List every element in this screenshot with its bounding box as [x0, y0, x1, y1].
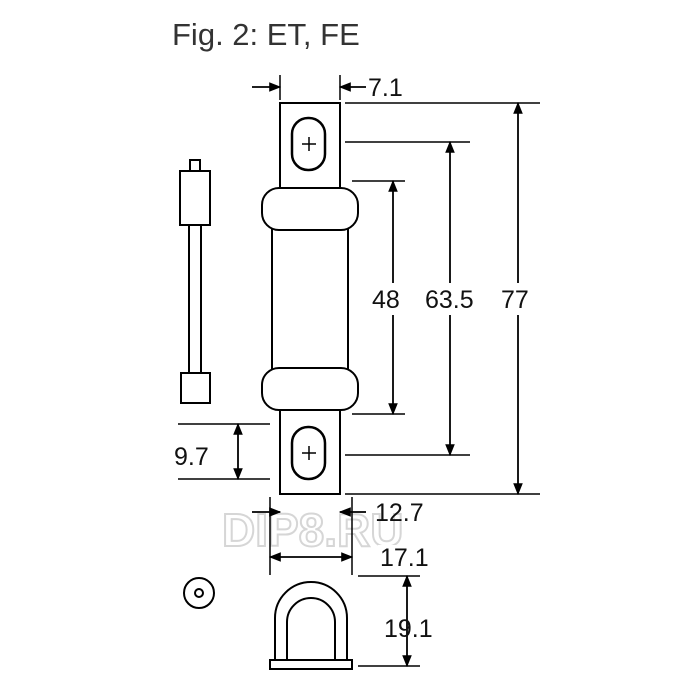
dim-label-tag-length: 9.7	[174, 443, 209, 471]
dim-label-overall-length: 77	[501, 286, 529, 314]
fuse-side-view	[179, 159, 211, 404]
extension-lines	[178, 75, 540, 667]
plus-icon	[302, 137, 316, 151]
bottom-end-cap	[261, 367, 359, 411]
top-end-cap	[261, 187, 359, 231]
plus-icon	[302, 446, 316, 460]
dim-label-tag-outer-width: 12.7	[375, 499, 424, 527]
label-mask	[422, 283, 480, 315]
figure-title: Fig. 2: ET, FE	[172, 17, 360, 52]
label-mask	[498, 283, 538, 315]
label-mask	[372, 283, 416, 315]
dim-label-tag-width: 7.1	[368, 74, 403, 102]
watermark-text: DIP8.RU	[222, 504, 403, 556]
label-mask	[378, 545, 434, 569]
fuse-body	[271, 221, 349, 376]
fuse-front-view	[261, 102, 359, 495]
dim-label-body-length: 63.5	[425, 286, 474, 314]
fuse-end-view	[269, 581, 353, 670]
fuse-end-view-small	[183, 577, 215, 609]
dim-label-body-diameter: 17.1	[380, 544, 429, 572]
dim-label-end-view-height: 19.1	[384, 615, 433, 643]
dim-label-hole-spacing: 48	[372, 286, 400, 314]
